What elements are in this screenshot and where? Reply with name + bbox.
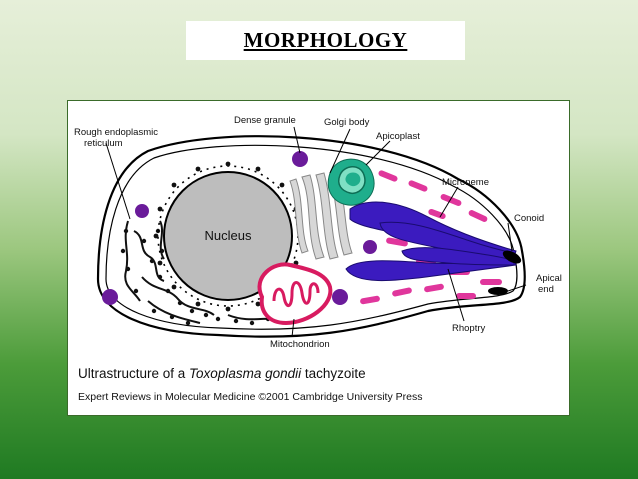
slide-title-box: MORPHOLOGY xyxy=(186,21,465,60)
diagram-figure: Nucleus xyxy=(67,100,570,416)
caption-species: Toxoplasma gondii xyxy=(189,366,302,381)
label-conoid: Conoid xyxy=(514,213,544,224)
label-rhoptry: Rhoptry xyxy=(452,323,486,334)
apicoplast xyxy=(327,158,375,206)
label-mitochondrion: Mitochondrion xyxy=(270,339,330,350)
toxoplasma-diagram: Nucleus xyxy=(74,115,562,350)
label-rough-er-line1: Rough endoplasmic xyxy=(74,127,158,138)
rough-er xyxy=(124,220,313,324)
slide-title: MORPHOLOGY xyxy=(243,28,408,52)
dense-granules xyxy=(102,151,377,305)
figure-caption: Ultrastructure of a Toxoplasma gondii ta… xyxy=(78,366,366,381)
rhoptries xyxy=(345,201,517,282)
conoid xyxy=(488,250,522,295)
label-apicoplast: Apicoplast xyxy=(376,131,420,142)
label-apical-end-line1: Apical xyxy=(536,273,562,284)
label-apical-end-line2: end xyxy=(538,284,554,295)
figure-credit: Expert Reviews in Molecular Medicine ©20… xyxy=(78,391,423,403)
caption-prefix: Ultrastructure of a xyxy=(78,366,190,381)
caption-suffix: tachyzoite xyxy=(301,366,366,381)
label-microneme: Microneme xyxy=(442,177,489,188)
leader-lines xyxy=(105,126,527,338)
mitochondrion xyxy=(257,262,333,326)
label-golgi-body: Golgi body xyxy=(324,117,370,128)
label-rough-er-line2: reticulum xyxy=(84,138,123,149)
label-nucleus: Nucleus xyxy=(205,228,252,243)
inner-membrane xyxy=(105,144,518,330)
label-dense-granule: Dense granule xyxy=(234,115,296,126)
